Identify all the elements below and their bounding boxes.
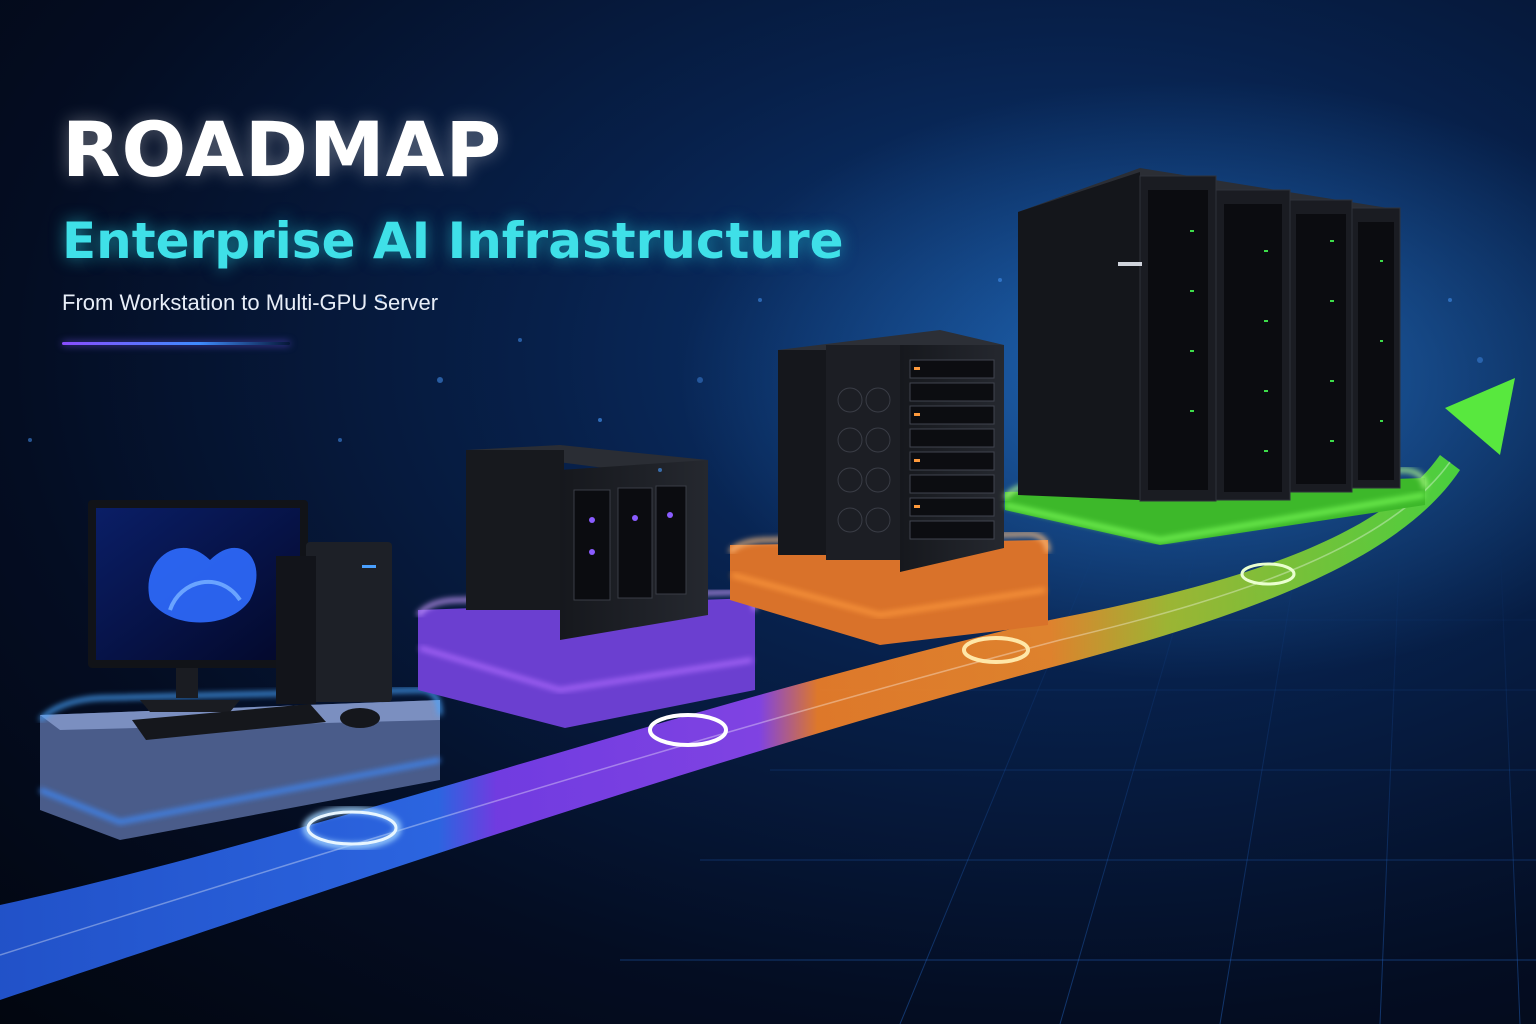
title-underline [62,342,290,345]
stage-tower-server [416,445,757,728]
server-rack-cluster-icon [1018,168,1401,502]
desktop-workstation-icon [88,500,392,740]
roadmap-path [0,378,1515,1000]
stage-workstation [38,500,442,840]
page-tagline: From Workstation to Multi-GPU Server [62,290,439,315]
header-block: ROADMAP Enterprise AI Infrastructure Fro… [62,112,962,345]
compact-server-icon [466,445,708,640]
milestone-ring-icon [1240,562,1296,586]
bokeh-particles [28,278,1483,472]
page-title: ROADMAP [62,105,503,194]
milestone-ring-icon [648,713,728,747]
stage-gpu-server [728,330,1050,645]
milestone-ring-icon [962,636,1030,664]
milestone-markers [303,562,1296,849]
arrow-head-icon [1445,378,1515,455]
stage-multi-gpu-cluster [1003,168,1427,545]
rack-server-icon [778,330,1004,572]
page-subtitle: Enterprise AI Infrastructure [62,212,844,270]
milestone-ring-icon [306,810,398,846]
milestone-ring-icon [303,807,401,849]
